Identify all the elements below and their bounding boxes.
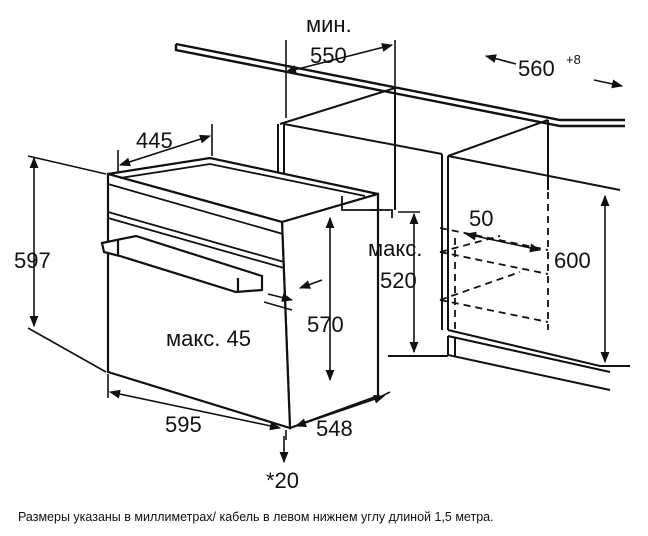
label-min: мин. xyxy=(306,12,352,37)
label-600: 600 xyxy=(554,248,591,273)
label-50: 50 xyxy=(469,206,493,231)
label-548: 548 xyxy=(316,416,353,441)
dimension-lines xyxy=(27,40,624,464)
label-max: макс. xyxy=(368,236,422,261)
oven xyxy=(106,156,380,430)
label-597: 597 xyxy=(14,248,51,273)
label-595: 595 xyxy=(165,412,202,437)
label-560: 560 xyxy=(518,56,555,81)
countertop xyxy=(174,42,625,128)
label-560-tol: +8 xyxy=(566,52,581,67)
label-445: 445 xyxy=(136,128,173,153)
caption: Размеры указаны в миллиметрах/ кабель в … xyxy=(18,510,494,524)
oven-handle xyxy=(100,234,264,294)
label-550: 550 xyxy=(310,43,347,68)
label-note-20: *20 xyxy=(266,468,299,493)
label-max-45: макс. 45 xyxy=(166,326,251,351)
hidden-edges xyxy=(439,180,549,330)
label-520: 520 xyxy=(380,268,417,293)
label-570: 570 xyxy=(307,312,344,337)
niche-cabinet xyxy=(277,86,630,391)
